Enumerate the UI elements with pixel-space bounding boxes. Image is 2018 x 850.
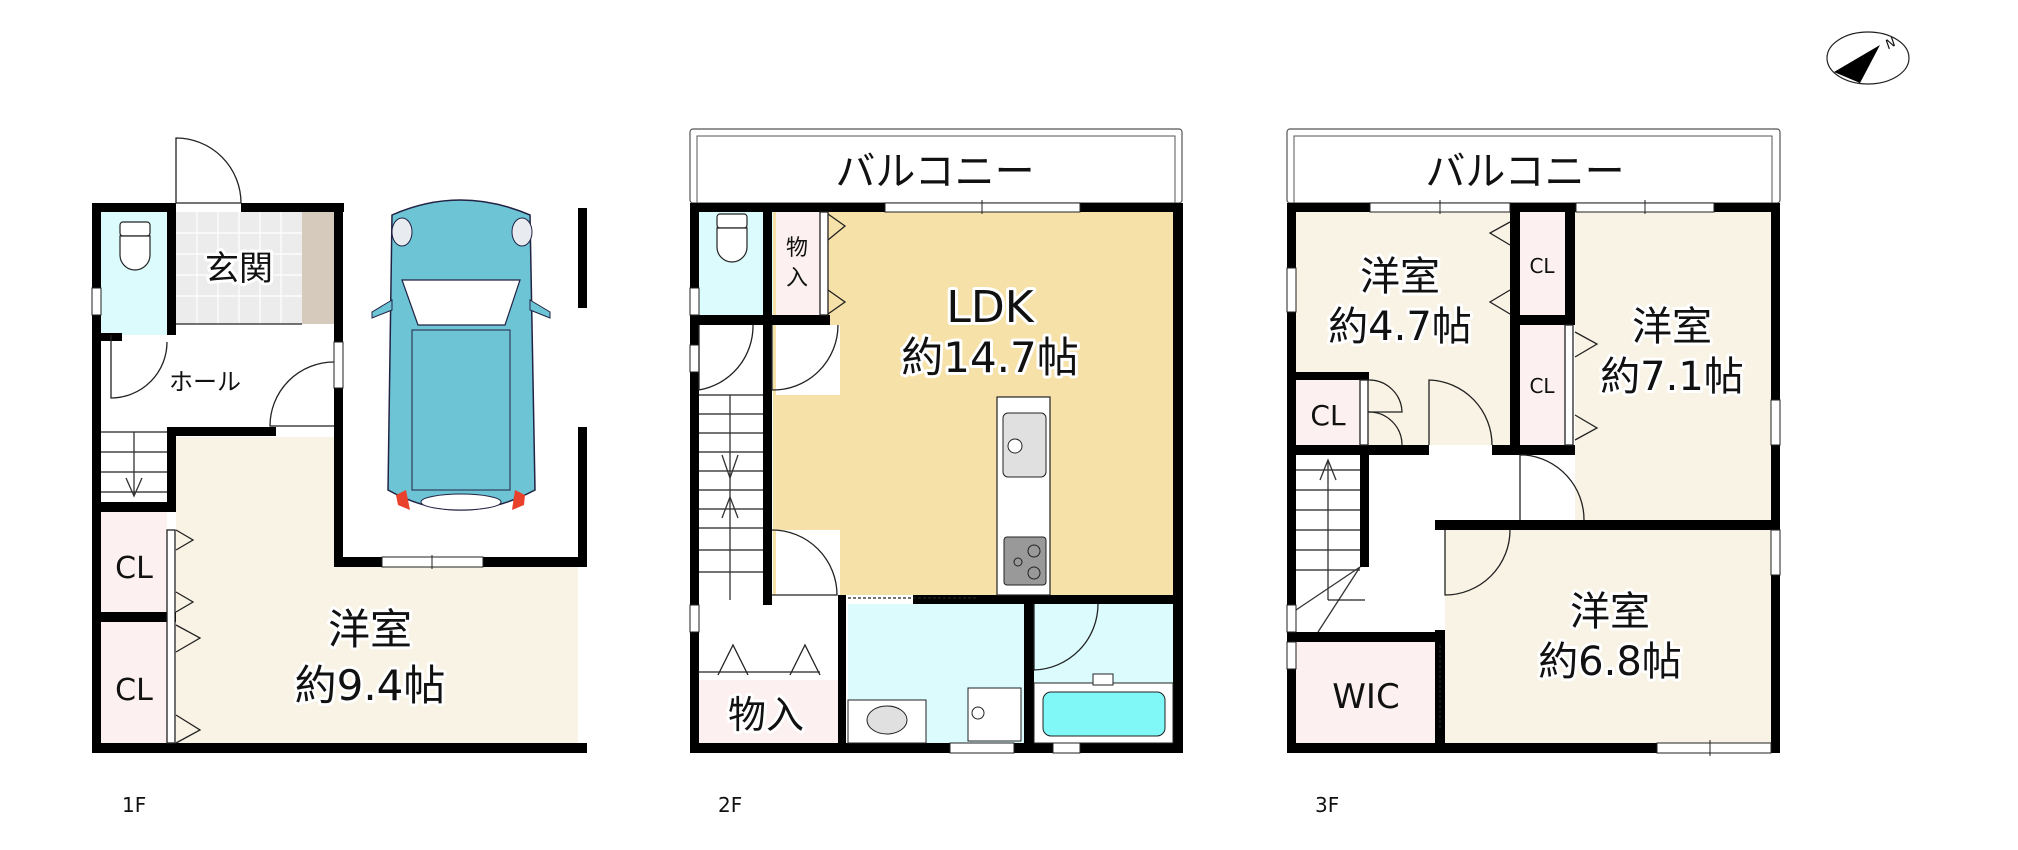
- toilet-icon: [119, 221, 151, 271]
- floor-2f: バルコニー: [689, 128, 1183, 817]
- western-room-1f-name: 洋室: [328, 605, 412, 654]
- toilet-icon: [716, 213, 748, 263]
- stove-icon: [1003, 536, 1047, 586]
- genkan-label: 玄関: [205, 249, 273, 289]
- stairs-icon: [698, 394, 763, 600]
- door-icon: [1359, 221, 1599, 730]
- north-arrow-icon: N: [1826, 31, 1910, 85]
- bathtub-icon: [1042, 691, 1166, 737]
- window-1f-toilet: [91, 287, 102, 316]
- closet-3f-b1-label: CL: [1529, 254, 1555, 278]
- closet-3f-a-label: CL: [1310, 399, 1346, 432]
- western-room-3f-a-size: 約4.7帖: [1328, 304, 1472, 350]
- floor-label-2f: 2F: [718, 793, 742, 817]
- door-icon: [698, 211, 1099, 676]
- kitchen-counter: [996, 396, 1051, 596]
- storage-2f-top-label: 物: [786, 236, 808, 261]
- car-icon: [371, 199, 551, 511]
- closet-1f-2: [101, 622, 167, 743]
- genkan-tile-grid: [176, 212, 302, 324]
- western-room-3f-c-size: 約6.8帖: [1538, 639, 1682, 685]
- storage-2f-bottom: [698, 680, 838, 743]
- western-room-3f-b-name: 洋室: [1632, 304, 1712, 350]
- closet-1f-2-label: CL: [115, 673, 153, 708]
- western-room-3f-c: [1445, 530, 1773, 743]
- closet-1f-1-label: CL: [115, 551, 153, 586]
- closet-3f-a: [1296, 380, 1360, 445]
- hall-label: ホール: [169, 368, 241, 396]
- floor-3f: バルコニー: [1286, 128, 1781, 817]
- ldk-size: 約14.7帖: [901, 333, 1079, 382]
- wic-label: WIC: [1332, 677, 1399, 717]
- sink-icon: [1002, 412, 1047, 478]
- floor-label-1f: 1F: [122, 793, 146, 817]
- wic-room: [1296, 642, 1436, 743]
- walls-1f: [92, 203, 587, 753]
- floor-label-3f: 3F: [1315, 793, 1339, 817]
- balcony-2f-label: バルコニー: [835, 149, 1034, 195]
- storage-2f-top-label-2: 入: [786, 266, 808, 291]
- stairs-up-icon: [1295, 458, 1365, 633]
- closet-1f-1: [101, 512, 167, 612]
- floor-1f: 玄関 ホール 洋室 約9.4帖 CL CL 1F: [91, 137, 587, 817]
- storage-2f-bottom-label: 物入: [728, 693, 804, 737]
- closet-3f-b1: [1520, 212, 1565, 315]
- closet-3f-b2: [1520, 325, 1565, 445]
- ldk-label: LDK: [946, 282, 1034, 333]
- western-room-3f-a-name: 洋室: [1360, 254, 1440, 300]
- closet-doors-1f: [166, 529, 202, 744]
- shoe-cabinet: [302, 212, 334, 324]
- closet-3f-b2-label: CL: [1529, 374, 1555, 398]
- window-1f-hall: [333, 341, 344, 389]
- western-room-3f-b: [1575, 212, 1773, 520]
- balcony-3f-label: バルコニー: [1425, 149, 1624, 195]
- door-icon: [110, 137, 335, 427]
- stairs-down-icon: [101, 431, 167, 498]
- western-room-3f-b-size: 約7.1帖: [1600, 354, 1744, 400]
- western-room-1f-size: 約9.4帖: [295, 661, 446, 710]
- western-room-3f-c-name: 洋室: [1570, 589, 1650, 635]
- western-room-1f-lower: [176, 567, 578, 743]
- walls-2f: [690, 203, 1183, 753]
